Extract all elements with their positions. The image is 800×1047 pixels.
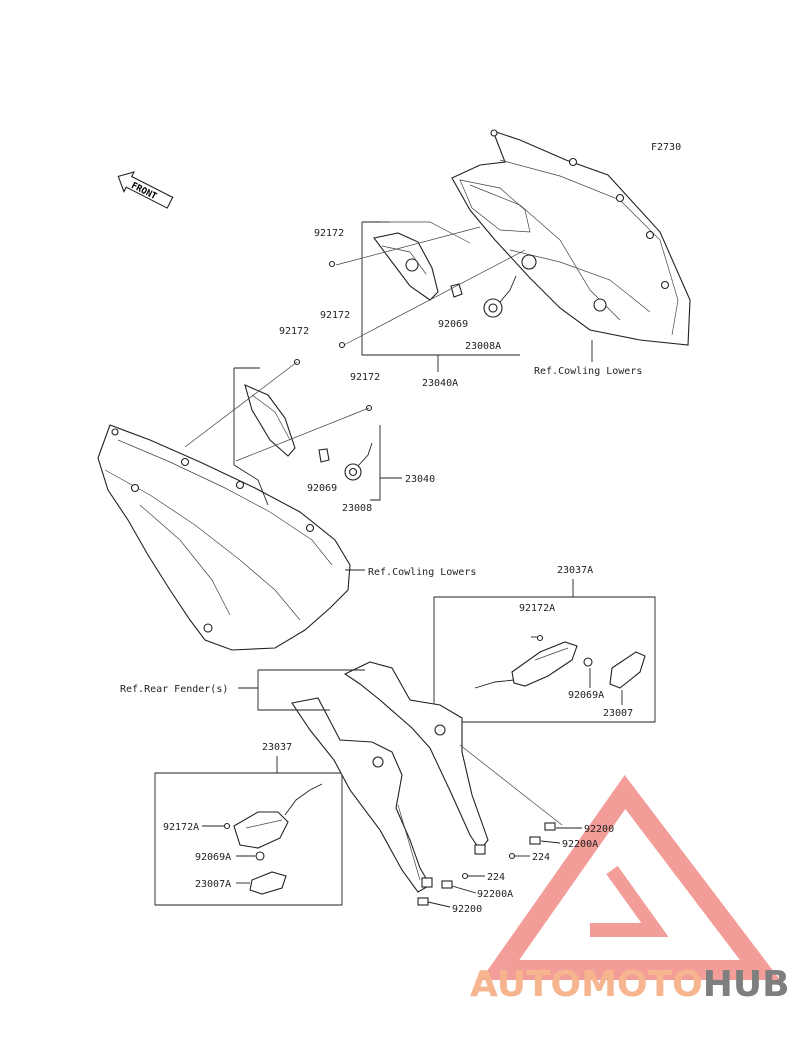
rear-bracket-right <box>343 661 489 851</box>
ref-label: Ref.Rear Fender(s) <box>120 684 228 695</box>
part-number-label: 23037 <box>262 742 292 753</box>
part-number-label: 92200 <box>584 824 614 835</box>
part-number-label: 23008A <box>465 341 501 352</box>
ref-label: Ref.Cowling Lowers <box>368 567 476 578</box>
front-arrow-icon: FRONT <box>117 171 174 209</box>
part-number-label: 92069 <box>307 483 337 494</box>
part-number-label: 92069A <box>195 852 231 863</box>
ref-label: Ref.Cowling Lowers <box>534 366 642 377</box>
part-number-label: 23040A <box>422 378 458 389</box>
clip-nut-icon <box>417 822 556 906</box>
part-number-label: 92200A <box>477 889 513 900</box>
part-number-label: 23007 <box>603 708 633 719</box>
part-number-label: 92200A <box>562 839 598 850</box>
turn-signal-left-frame <box>154 772 343 906</box>
watermark-part-3: HUB <box>703 964 790 1005</box>
turn-signal-right-icon <box>474 641 578 689</box>
part-number-label: 92069 <box>438 319 468 330</box>
part-number-label: 92172 <box>279 326 309 337</box>
lower-cowling-panel <box>97 424 351 651</box>
part-number-label: 23007A <box>195 879 231 890</box>
watermark-part-2: MOTO <box>581 964 703 1005</box>
bracket-23040A-frame <box>361 222 520 356</box>
part-number-label: 92069A <box>568 690 604 701</box>
watermark-text: AUTOMOTOHUB <box>470 964 790 1005</box>
turn-signal-left-icon <box>233 783 323 849</box>
turn-signal-right-frame <box>433 596 656 723</box>
part-number-label: 23037A <box>557 565 593 576</box>
watermark-part-1: AUTO <box>470 964 581 1005</box>
part-number-label: 92172 <box>314 228 344 239</box>
part-number-label: 92172A <box>519 603 555 614</box>
part-number-label: 92172A <box>163 822 199 833</box>
bulb-socket-23008-icon <box>344 442 373 481</box>
signal-bracket-upper <box>373 232 439 301</box>
rear-bracket-left <box>291 697 431 893</box>
part-number-label: 224 <box>532 852 550 863</box>
part-number-label: 23040 <box>405 474 435 485</box>
part-number-label: 92172 <box>320 310 350 321</box>
bracket-23040-frame <box>233 368 269 506</box>
signal-bracket-lower <box>244 384 296 457</box>
watermark-logo-icon <box>480 775 781 980</box>
upper-cowling-panel <box>451 129 691 346</box>
part-number-label: 92200 <box>452 904 482 915</box>
diagram-code: F2730 <box>651 142 681 153</box>
lens-23007A-icon <box>249 871 287 895</box>
part-number-label: 224 <box>487 872 505 883</box>
part-number-label: 23008 <box>342 503 372 514</box>
grommet-92069-lower-icon <box>318 448 330 463</box>
lens-23007-icon <box>609 651 646 689</box>
bulb-socket-23008A-icon <box>483 275 517 318</box>
part-number-label: 92172 <box>350 372 380 383</box>
